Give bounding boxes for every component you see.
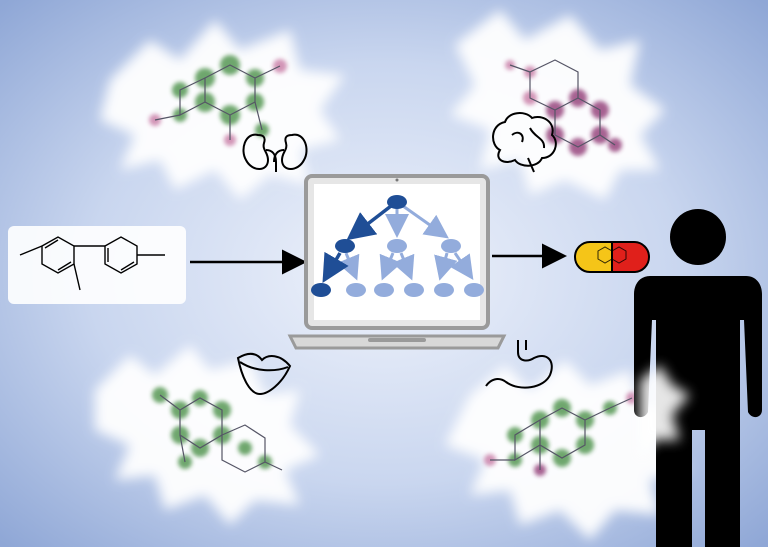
decision-tree-icon [311, 195, 484, 297]
lips-icon [236, 352, 292, 396]
tree-leaf-node [434, 283, 454, 297]
burst-overlap [640, 365, 690, 460]
tree-node [387, 239, 407, 253]
tree-node [335, 239, 355, 253]
burst-bottom-left [95, 345, 320, 525]
tree-leaf-node [311, 283, 331, 297]
brain-icon [492, 112, 557, 173]
molecule-green-bottom-left [152, 387, 283, 473]
stomach-icon [485, 340, 553, 389]
input-molecule-panel [8, 226, 186, 304]
tree-root-node [387, 195, 407, 209]
molecule-purple-top-right [505, 59, 622, 156]
tree-leaf-node [346, 283, 366, 297]
molecule-green-bottom-right [484, 392, 638, 476]
burst-top-left [100, 20, 345, 200]
person-silhouette-icon [634, 209, 762, 547]
tree-leaf-node [374, 283, 394, 297]
tree-node [441, 239, 461, 253]
molecule-green-top-left [149, 55, 287, 146]
tree-leaf-node [464, 283, 484, 297]
tree-leaf-node [404, 283, 424, 297]
pill-icon [574, 241, 650, 273]
input-molecule-structure [19, 236, 165, 291]
kidney-icon [242, 133, 308, 172]
burst-bottom-right [445, 340, 690, 540]
burst-top-right [450, 10, 665, 200]
